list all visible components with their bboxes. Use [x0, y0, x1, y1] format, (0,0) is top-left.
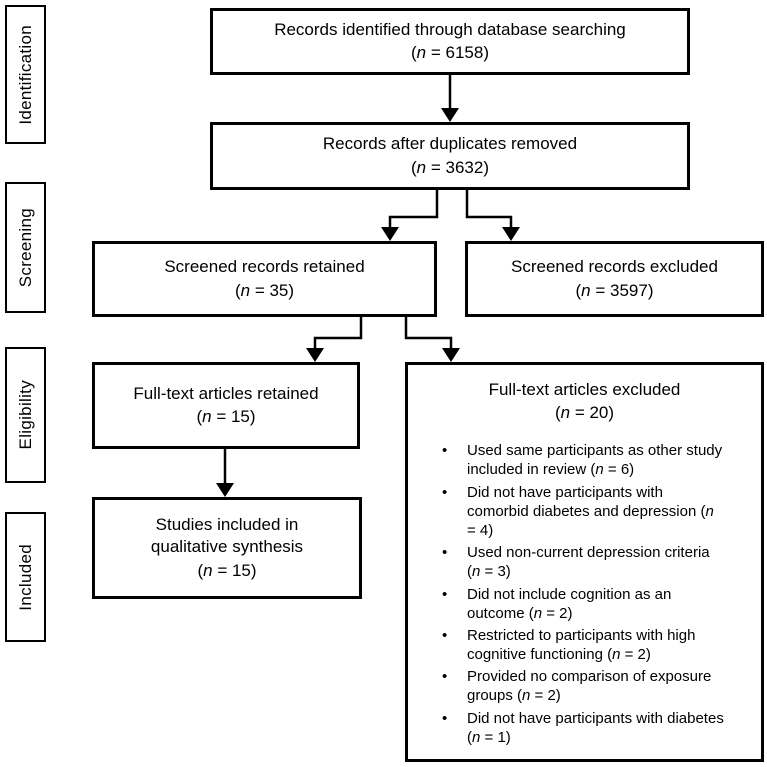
duplicates-removed-box: Records after duplicates removed (n = 36… — [210, 122, 690, 190]
screened-excluded-title: Screened records excluded — [511, 257, 718, 277]
screened-excluded-box: Screened records excluded (n = 3597) — [465, 241, 764, 317]
exclusion-reason: Used same participants as other study in… — [440, 441, 725, 479]
exclusion-reason: Provided no comparison of exposure group… — [440, 667, 725, 705]
screened-excluded-count: (n = 3597) — [575, 280, 654, 300]
exclusion-reason: Did not have participants with diabetes … — [440, 709, 725, 747]
exclusion-reason: Used non-current depression criteria (n … — [440, 543, 725, 581]
arrow-screened-to-fulltext-excluded — [404, 315, 460, 362]
stage-label-eligibility: Eligibility — [15, 380, 35, 450]
records-identified-box: Records identified through database sear… — [210, 8, 690, 75]
stage-label-included: Included — [15, 543, 35, 611]
duplicates-removed-count: (n = 3632) — [411, 157, 489, 177]
screened-retained-count: (n = 35) — [234, 280, 295, 300]
included-synthesis-box: Studies included in qualitative synthesi… — [92, 497, 362, 599]
records-identified-title: Records identified through database sear… — [274, 19, 626, 39]
included-synthesis-title-line2: qualitative synthesis — [150, 537, 304, 557]
stage-box-included: Included — [5, 512, 46, 642]
arrow-fulltext-to-included — [216, 449, 234, 497]
fulltext-excluded-count: (n = 20) — [554, 403, 615, 423]
exclusion-reason: Restricted to participants with high cog… — [440, 626, 725, 664]
stage-box-identification: Identification — [5, 5, 46, 144]
stage-box-eligibility: Eligibility — [5, 347, 46, 483]
included-synthesis-count: (n = 15) — [197, 560, 257, 580]
arrow-screened-to-fulltext-retained — [306, 315, 363, 362]
exclusion-reason: Did not include cognition as an outcome … — [440, 585, 725, 623]
arrow-identified-to-duplicates — [441, 75, 459, 122]
screened-retained-title: Screened records retained — [164, 257, 365, 277]
duplicates-removed-title: Records after duplicates removed — [322, 134, 578, 154]
fulltext-retained-box: Full-text articles retained (n = 15) — [92, 362, 360, 449]
included-synthesis-title-line1: Studies included in — [155, 515, 299, 535]
arrow-duplicates-to-screened-retained — [381, 189, 439, 241]
records-identified-count: (n = 6158) — [411, 43, 489, 62]
stage-box-screening: Screening — [5, 182, 46, 313]
exclusion-reason-list: Used same participants as other study in… — [414, 441, 755, 750]
fulltext-excluded-title: Full-text articles excluded — [488, 380, 681, 399]
fulltext-excluded-box: Full-text articles excluded (n = 20) Use… — [405, 362, 764, 762]
screened-retained-box: Screened records retained (n = 35) — [92, 241, 437, 317]
exclusion-reason: Did not have participants with comorbid … — [440, 483, 725, 541]
fulltext-retained-count: (n = 15) — [196, 407, 256, 426]
stage-label-identification: Identification — [15, 24, 35, 125]
fulltext-retained-title: Full-text articles retained — [133, 383, 319, 403]
arrow-duplicates-to-screened-excluded — [465, 189, 520, 241]
stage-label-screening: Screening — [15, 207, 35, 288]
